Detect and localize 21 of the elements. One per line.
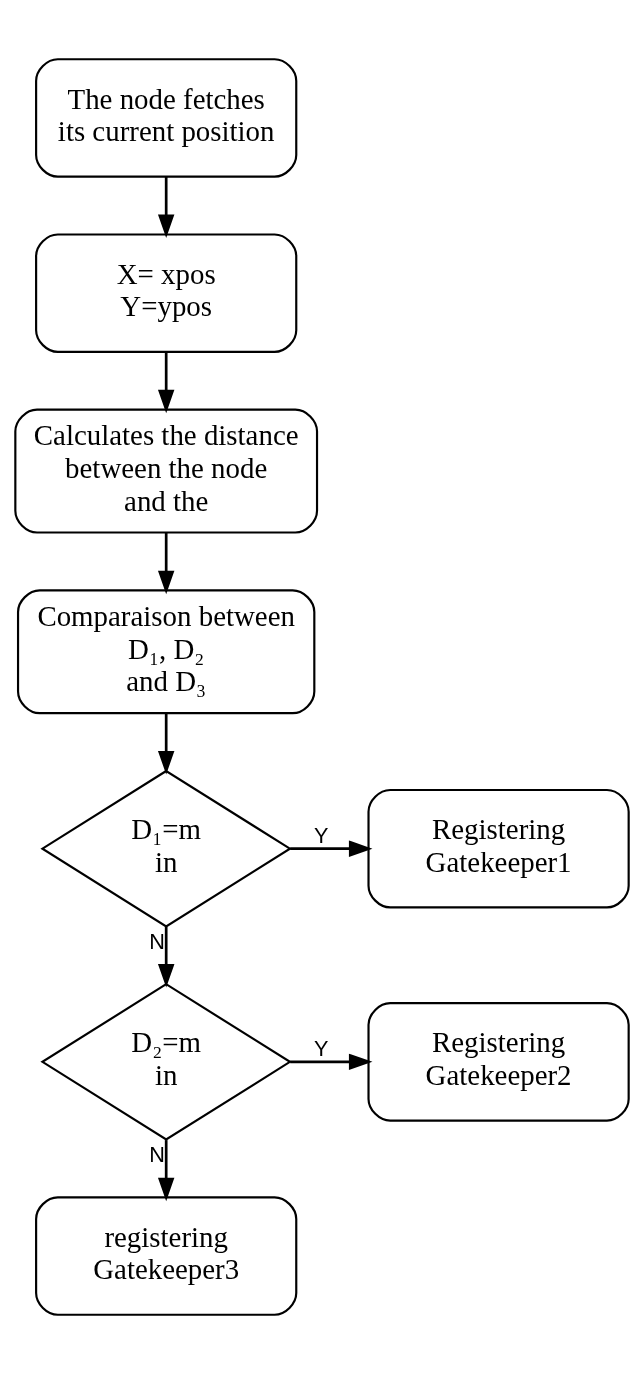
node-box: registering Gatekeeper3 — [35, 1196, 298, 1316]
arrow — [157, 713, 175, 775]
node-box: Registering Gatekeeper1 — [367, 788, 630, 909]
node-diamond: D₂=m in — [40, 982, 292, 1141]
edge-label: N — [149, 928, 165, 954]
node-diamond: D₁=m in — [40, 769, 292, 928]
edge-label: Y — [314, 1035, 329, 1061]
node-box: Calculates the distance between the node and the — [14, 408, 319, 534]
arrow — [157, 926, 175, 988]
arrow — [157, 1140, 175, 1202]
arrow — [157, 532, 175, 595]
arrow — [157, 176, 175, 238]
arrow — [290, 840, 373, 857]
edge-label: Y — [314, 822, 329, 848]
node-box: Registering Gatekeeper2 — [367, 1002, 630, 1122]
arrow — [157, 352, 175, 414]
node-box: Comparaison between D₁, D₂ and D₃ — [16, 589, 316, 715]
arrow — [290, 1053, 373, 1071]
edge-label: N — [149, 1141, 165, 1167]
node-box: The node fetches its current position — [35, 58, 298, 178]
node-box: X= xpos Y=ypos — [35, 233, 298, 353]
